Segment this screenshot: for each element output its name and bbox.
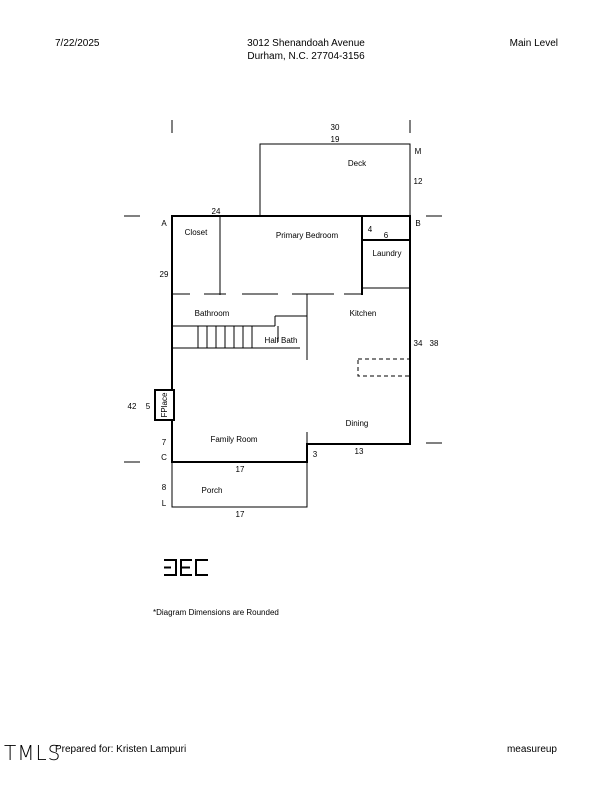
marker-b: B <box>415 219 420 228</box>
room-label-laundry: Laundry <box>373 249 402 258</box>
fireplace <box>154 389 175 421</box>
dimension-label: 19 <box>331 135 340 144</box>
room-label-kitchen: Kitchen <box>350 309 377 318</box>
mls-logo: TMLS <box>4 741 62 765</box>
room-label-closet: Closet <box>185 228 208 237</box>
report-date: 7/22/2025 <box>55 38 100 49</box>
address-line-2: Durham, N.C. 27704-3156 <box>247 51 365 62</box>
dimension-label: 30 <box>331 123 340 132</box>
dimension-label: 29 <box>160 270 169 279</box>
dimension-label: 7 <box>162 438 167 447</box>
marker-m: M <box>415 147 422 156</box>
dimension-label: 17 <box>236 465 245 474</box>
level-name: Main Level <box>509 38 558 49</box>
corner-marks <box>124 120 442 463</box>
room-label-primary-bedroom: Primary Bedroom <box>276 231 339 240</box>
room-label-fplace: FPlace <box>160 392 169 417</box>
dec-logo-icon <box>164 559 208 576</box>
deck <box>259 143 411 216</box>
room-label-dining: Dining <box>346 419 369 428</box>
dimension-label: 6 <box>384 231 389 240</box>
room-label-deck: Deck <box>348 159 367 168</box>
brand-name: measureup <box>506 744 557 755</box>
marker-l: L <box>162 499 167 508</box>
room-label-half-bath: Half Bath <box>265 336 298 345</box>
address-line-1: 3012 Shenandoah Avenue <box>247 38 365 49</box>
prepared-for: Prepared for: Kristen Lampuri <box>55 744 187 755</box>
porch <box>171 462 308 508</box>
room-label-porch: Porch <box>202 486 223 495</box>
dimension-label: 34 <box>414 339 423 348</box>
interior-walls <box>172 216 410 444</box>
house-outline <box>171 215 411 463</box>
room-label-family-room: Family Room <box>210 435 257 444</box>
dimension-label: 4 <box>368 225 373 234</box>
stairs <box>197 326 253 348</box>
dimension-label: 42 <box>128 402 137 411</box>
marker-a: A <box>161 219 167 228</box>
dimension-label: 5 <box>146 402 151 411</box>
dimension-label: 38 <box>430 339 439 348</box>
dimension-label: 17 <box>236 510 245 519</box>
dimension-label: 24 <box>212 207 221 216</box>
room-label-bathroom: Bathroom <box>195 309 230 318</box>
dimension-label: 12 <box>414 177 423 186</box>
dimension-label: 8 <box>162 483 167 492</box>
property-address: 3012 Shenandoah Avenue Durham, N.C. 2770… <box>206 37 406 63</box>
dimension-label: 3 <box>313 450 318 459</box>
dimensions-note: *Diagram Dimensions are Rounded <box>153 608 279 617</box>
kitchen-island <box>357 358 411 377</box>
marker-c: C <box>161 453 167 462</box>
dimension-label: 13 <box>355 447 364 456</box>
